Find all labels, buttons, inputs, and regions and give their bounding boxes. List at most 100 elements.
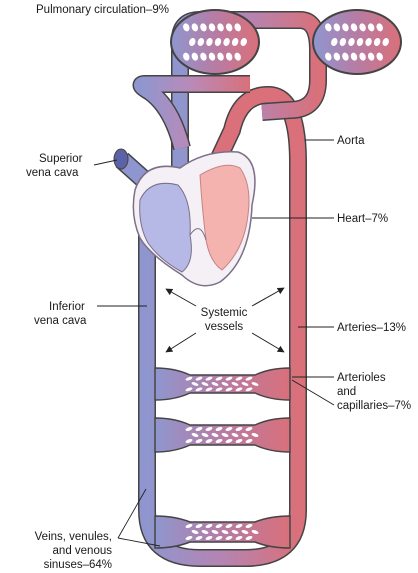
capillary-channel bbox=[183, 52, 190, 61]
capillary-channel bbox=[225, 535, 233, 541]
capillary-channel bbox=[185, 376, 193, 381]
label-arterioles-2: and bbox=[337, 386, 356, 398]
capillary-channel bbox=[245, 387, 253, 392]
capillary-channel bbox=[245, 523, 253, 529]
arrow-lower-right bbox=[251, 332, 285, 353]
capillary-channel bbox=[231, 529, 239, 535]
arrow-lower-left bbox=[165, 332, 197, 353]
capillary-channel bbox=[365, 37, 372, 47]
capillary-channel bbox=[191, 23, 199, 32]
capillary-channel bbox=[195, 376, 203, 381]
capillary-channel bbox=[225, 523, 233, 529]
capillary-channel bbox=[185, 426, 193, 432]
capillary-channel bbox=[197, 37, 205, 47]
label-systemic-vessels-1: Systemic bbox=[201, 307, 248, 319]
capillary-channel bbox=[183, 23, 190, 32]
capillary-channel bbox=[251, 432, 259, 438]
capillary-channel bbox=[225, 426, 233, 432]
capillary-channel bbox=[185, 438, 193, 444]
capillary-channel bbox=[367, 52, 375, 61]
capillary-channel bbox=[241, 432, 249, 438]
capillary-network bbox=[185, 523, 259, 541]
capillary-channel bbox=[221, 382, 229, 386]
label-systemic-vessels-2: vessels bbox=[205, 321, 244, 333]
capillary-channel bbox=[185, 535, 193, 541]
arrow-upper-right bbox=[251, 287, 285, 307]
capillary-network bbox=[183, 23, 247, 61]
capillary-channel bbox=[376, 23, 383, 32]
capillary-channel bbox=[245, 376, 253, 381]
capillary-channel bbox=[225, 438, 233, 444]
capillary-channel bbox=[191, 432, 199, 438]
capillary-network bbox=[325, 23, 389, 61]
capillary-channel bbox=[251, 529, 259, 535]
capillary-channel bbox=[185, 523, 193, 529]
capillary-channel bbox=[201, 382, 209, 386]
capillary-network bbox=[185, 426, 259, 444]
capillary-channel bbox=[376, 52, 383, 61]
capillary-channel bbox=[231, 382, 239, 386]
capillary-channel bbox=[373, 37, 381, 47]
capillary-channel bbox=[215, 438, 223, 444]
capillary-channel bbox=[234, 23, 241, 32]
label-arterioles-3: capillaries–7% bbox=[337, 400, 411, 412]
capillary-channel bbox=[200, 23, 207, 32]
label-heart: Heart–7% bbox=[337, 213, 388, 225]
capillary-channel bbox=[208, 23, 216, 32]
label-arterioles-1: Arterioles bbox=[337, 372, 386, 384]
label-aorta: Aorta bbox=[337, 135, 365, 147]
capillary-channel bbox=[342, 52, 349, 61]
capillary-channel bbox=[191, 382, 199, 386]
capillary-channel bbox=[245, 535, 253, 541]
label-veins-3: sinuses–64% bbox=[44, 559, 112, 571]
label-inferior-vena-cava-1: Inferior bbox=[49, 301, 85, 313]
label-veins-2: and venous bbox=[53, 545, 113, 557]
capillary-channel bbox=[359, 23, 366, 32]
capillary-channel bbox=[225, 387, 233, 392]
systemic-loop bbox=[138, 160, 307, 567]
capillary-channel bbox=[205, 535, 213, 541]
capillary-channel bbox=[241, 529, 249, 535]
capillary-channel bbox=[211, 382, 219, 386]
capillary-channel bbox=[191, 529, 199, 535]
capillary-channel bbox=[200, 52, 207, 61]
capillary-channel bbox=[225, 23, 233, 32]
capillary-channel bbox=[359, 52, 366, 61]
capillary-channel bbox=[223, 37, 230, 47]
capillary-channel bbox=[231, 432, 239, 438]
capillary-channel bbox=[245, 426, 253, 432]
capillary-channel bbox=[217, 52, 224, 61]
capillary-channel bbox=[342, 23, 349, 32]
capillary-channel bbox=[333, 52, 341, 61]
capillary-channel bbox=[235, 523, 243, 529]
capillary-channel bbox=[235, 387, 243, 392]
capillary-channel bbox=[221, 432, 229, 438]
capillary-channel bbox=[214, 37, 222, 47]
capillary-channel bbox=[339, 37, 347, 47]
capillary-channel bbox=[215, 535, 223, 541]
capillary-channel bbox=[215, 426, 223, 432]
capillary-channel bbox=[225, 376, 233, 381]
capillary-channel bbox=[333, 23, 341, 32]
systemic-arrows bbox=[165, 287, 285, 353]
capillary-channel bbox=[215, 387, 223, 392]
capillary-channel bbox=[185, 387, 193, 392]
label-veins-1: Veins, venules, bbox=[35, 531, 112, 543]
capillary-channel bbox=[215, 523, 223, 529]
heart bbox=[132, 151, 256, 287]
capillary-channel bbox=[195, 426, 203, 432]
capillary-channel bbox=[325, 52, 332, 61]
capillary-channel bbox=[205, 438, 213, 444]
capillary-channel bbox=[205, 376, 213, 381]
capillary-channel bbox=[356, 37, 364, 47]
capillary-channel bbox=[205, 387, 213, 392]
capillary-channel bbox=[225, 52, 233, 61]
capillary-channel bbox=[191, 52, 199, 61]
capillary-channel bbox=[208, 52, 216, 61]
capillary-channel bbox=[350, 52, 358, 61]
capillary-channel bbox=[205, 523, 213, 529]
capillary-channel bbox=[201, 432, 209, 438]
capillary-channel bbox=[201, 529, 209, 535]
capillary-channel bbox=[206, 37, 213, 47]
